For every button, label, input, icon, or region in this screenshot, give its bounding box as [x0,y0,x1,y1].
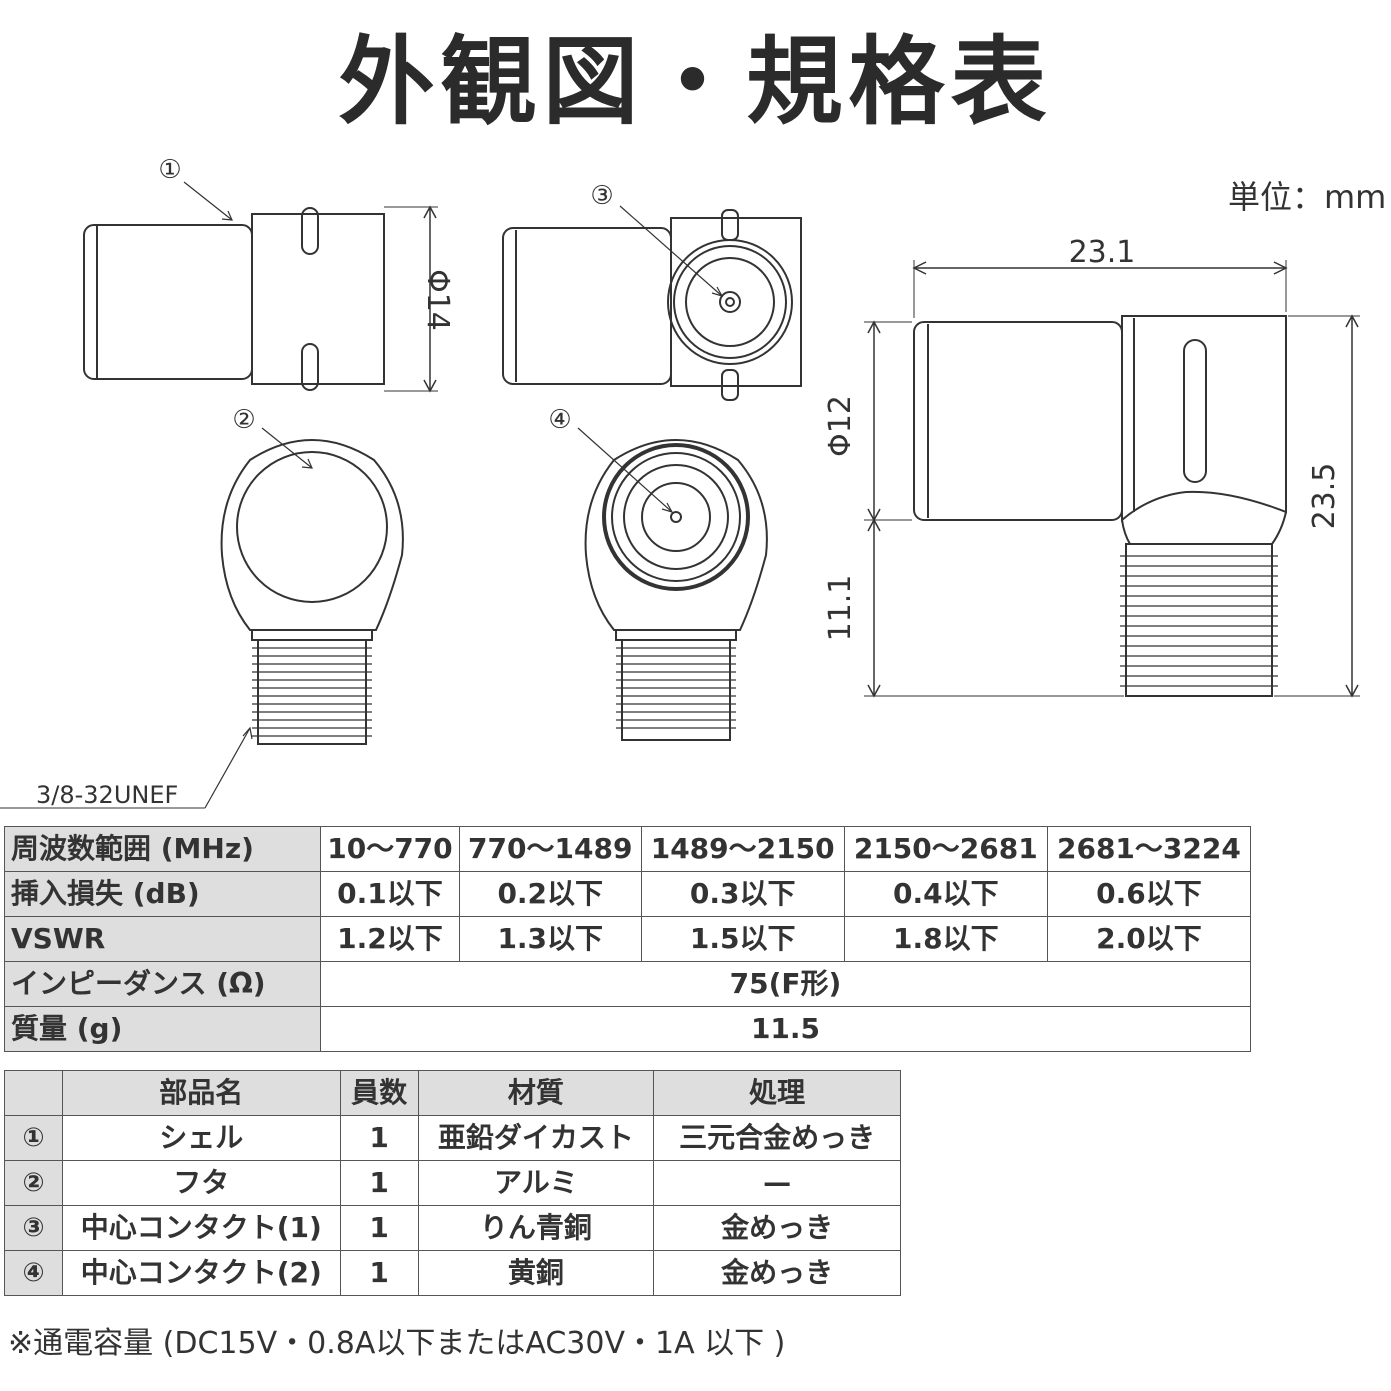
current-capacity-note: ※通電容量 (DC15V・0.8A以下またはAC30V・1A 以下 ) [8,1326,786,1361]
table-row: ① シェル 1 亜鉛ダイカスト 三元合金めっき [4,1115,901,1161]
callout-1: ① [158,155,181,185]
spec-cell: 1.8以下 [843,916,1048,962]
parts-table: 部品名 員数 材質 処理 ① シェル 1 亜鉛ダイカスト 三元合金めっき ② フ… [4,1070,901,1296]
spec-cell: 10～770 [320,826,460,872]
spec-label: 質量 (g) [4,1006,321,1052]
dim-23-5: 23.5 [1307,463,1342,530]
part-name: シェル [61,1115,341,1161]
part-number: ④ [4,1250,63,1296]
part-finish: 金めっき [653,1250,901,1296]
part-qty: 1 [339,1205,419,1251]
header-cell: 員数 [339,1070,419,1116]
spec-cell: 1.3以下 [458,916,642,962]
spec-label: インピーダンス (Ω) [4,961,321,1007]
spec-cell: 770～1489 [458,826,642,872]
table-row: 周波数範囲 (MHz) 10～770 770～1489 1489～2150 21… [4,826,1252,872]
view-dimensioned [864,260,1360,698]
view-front-2 [0,427,404,809]
part-finish: 金めっき [653,1205,901,1251]
table-row: ④ 中心コンタクト(2) 1 黄銅 金めっき [4,1250,901,1296]
spec-label: 挿入損失 (dB) [4,871,321,917]
table-header-row: 部品名 員数 材質 処理 [4,1070,901,1116]
header-cell: 材質 [417,1070,655,1116]
spec-cell: 2150～2681 [843,826,1048,872]
spec-label: 周波数範囲 (MHz) [4,826,321,872]
spec-cell: 11.5 [320,1006,1251,1052]
spec-cell: 0.2以下 [458,871,642,917]
view-side-3 [502,205,802,401]
callout-3: ③ [590,181,613,211]
callout-4: ④ [548,405,571,435]
dim-11-1: 11.1 [823,575,858,642]
view-side-1 [83,181,438,393]
spec-cell: 0.4以下 [843,871,1048,917]
view-front-4 [577,427,768,741]
table-row: インピーダンス (Ω) 75(F形) [4,961,1251,1007]
part-number: ① [4,1115,63,1161]
part-qty: 1 [339,1250,419,1296]
table-row: 挿入損失 (dB) 0.1以下 0.2以下 0.3以下 0.4以下 0.6以下 [4,871,1252,917]
spec-cell: 0.3以下 [640,871,845,917]
spec-cell: 1489～2150 [640,826,845,872]
part-finish: 三元合金めっき [653,1115,901,1161]
spec-cell: 2681～3224 [1046,826,1252,872]
table-row: 質量 (g) 11.5 [4,1006,1251,1052]
unit-label: 単位：mm [1228,178,1387,216]
thread-spec: 3/8-32UNEF [36,781,178,809]
header-cell [4,1070,63,1116]
spec-cell: 1.2以下 [320,916,460,962]
table-row: VSWR 1.2以下 1.3以下 1.5以下 1.8以下 2.0以下 [4,916,1252,962]
dim-23-1: 23.1 [1069,235,1136,270]
part-qty: 1 [339,1115,419,1161]
spec-cell: 2.0以下 [1046,916,1252,962]
spec-cell: 75(F形) [320,961,1251,1007]
spec-cell: 0.6以下 [1046,871,1252,917]
page-title: 外観図・規格表 [338,26,1053,138]
part-name: 中心コンタクト(2) [61,1250,341,1296]
part-number: ② [4,1160,63,1206]
spec-cell: 0.1以下 [320,871,460,917]
header-cell: 処理 [653,1070,901,1116]
part-material: 亜鉛ダイカスト [417,1115,655,1161]
dim-phi12: Φ12 [823,395,858,457]
table-row: ③ 中心コンタクト(1) 1 りん青銅 金めっき [4,1205,901,1251]
part-name: フタ [61,1160,341,1206]
part-material: アルミ [417,1160,655,1206]
part-material: 黄銅 [417,1250,655,1296]
callout-2: ② [232,405,255,435]
part-finish: — [653,1160,901,1206]
dim-phi14: Φ14 [420,269,455,331]
spec-table: 周波数範囲 (MHz) 10～770 770～1489 1489～2150 21… [4,826,1252,1052]
table-row: ② フタ 1 アルミ — [4,1160,901,1206]
connector-drawings: ① Φ14 ③ ② 3/8-3 [0,155,1360,809]
spec-cell: 1.5以下 [640,916,845,962]
part-number: ③ [4,1205,63,1251]
part-name: 中心コンタクト(1) [61,1205,341,1251]
header-cell: 部品名 [61,1070,341,1116]
part-qty: 1 [339,1160,419,1206]
part-material: りん青銅 [417,1205,655,1251]
spec-label: VSWR [4,916,321,962]
